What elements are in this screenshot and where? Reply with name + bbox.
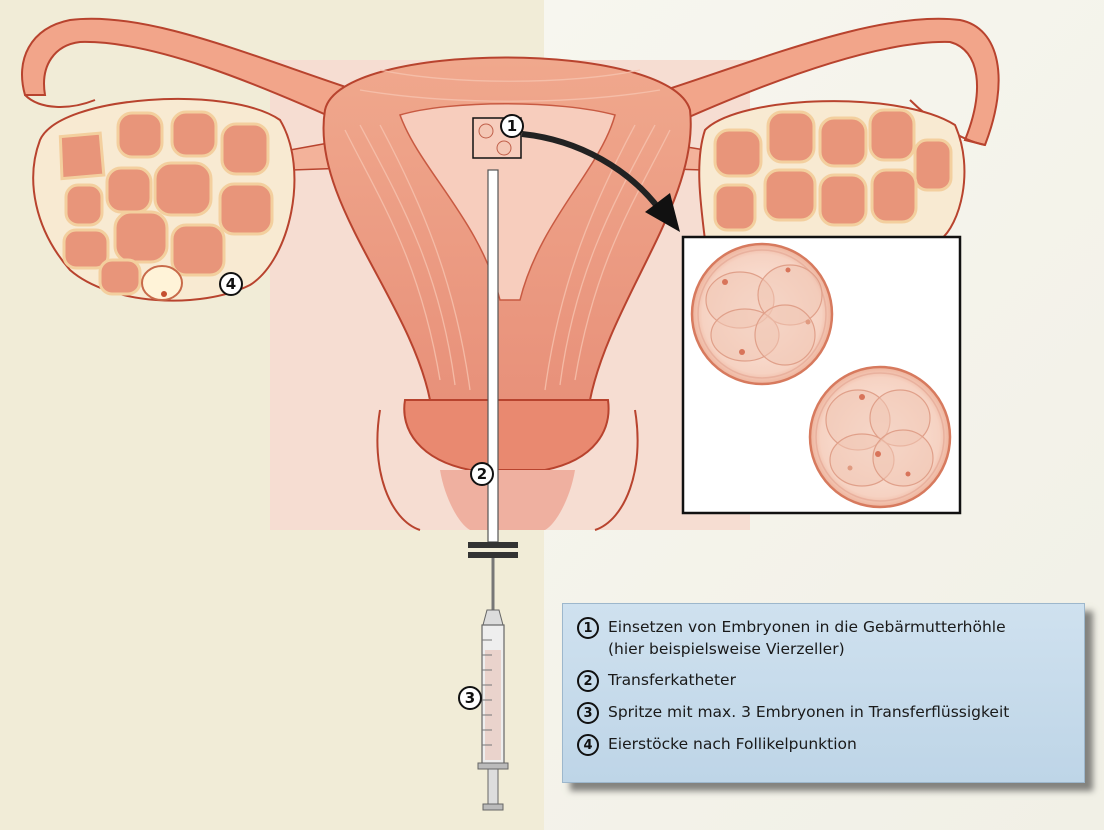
marker-3: 3: [458, 686, 482, 710]
embryo-four-cell-2: [808, 365, 952, 509]
zoom-arrow: [521, 131, 680, 232]
legend-item-4: 4 Eierstöcke nach Follikelpunktion: [577, 733, 1070, 756]
marker-1: 1: [500, 114, 524, 138]
legend-text-2: Transferkatheter: [608, 671, 736, 689]
marker-2: 2: [470, 462, 494, 486]
legend-item-2: 2 Transferkatheter: [577, 669, 1070, 692]
legend-box: 1 Einsetzen von Embryonen in die Gebärmu…: [562, 603, 1085, 783]
legend-text-1-line-2: (hier beispielsweise Vierzeller): [608, 640, 845, 658]
legend-text-1: Einsetzen von Embryonen in die Gebärmutt…: [608, 616, 1006, 660]
legend-number-1: 1: [577, 617, 599, 639]
fallopian-tube-left: [21, 17, 372, 132]
legend-text-3: Spritze mit max. 3 Embryonen in Transfer…: [608, 703, 1010, 721]
uterus: [322, 56, 692, 531]
ovary-left: [32, 97, 296, 302]
legend-item-3: 3 Spritze mit max. 3 Embryonen in Transf…: [577, 701, 1070, 724]
ovary-right: [698, 100, 966, 241]
legend-text-1-line-1: Einsetzen von Embryonen in die Gebärmutt…: [608, 618, 1006, 636]
legend-number-2: 2: [577, 670, 599, 692]
embryo-four-cell-1: [690, 242, 834, 386]
marker-4: 4: [219, 272, 243, 296]
legend-item-1: 1 Einsetzen von Embryonen in die Gebärmu…: [577, 616, 1070, 660]
embryo-zoom-box: [681, 235, 962, 515]
legend-number-4: 4: [577, 734, 599, 756]
legend-number-3: 3: [577, 702, 599, 724]
syringe: [477, 609, 509, 811]
legend-text-4: Eierstöcke nach Follikelpunktion: [608, 735, 857, 753]
embryo-insertion-site: [472, 117, 522, 159]
transfer-catheter: [468, 169, 518, 610]
